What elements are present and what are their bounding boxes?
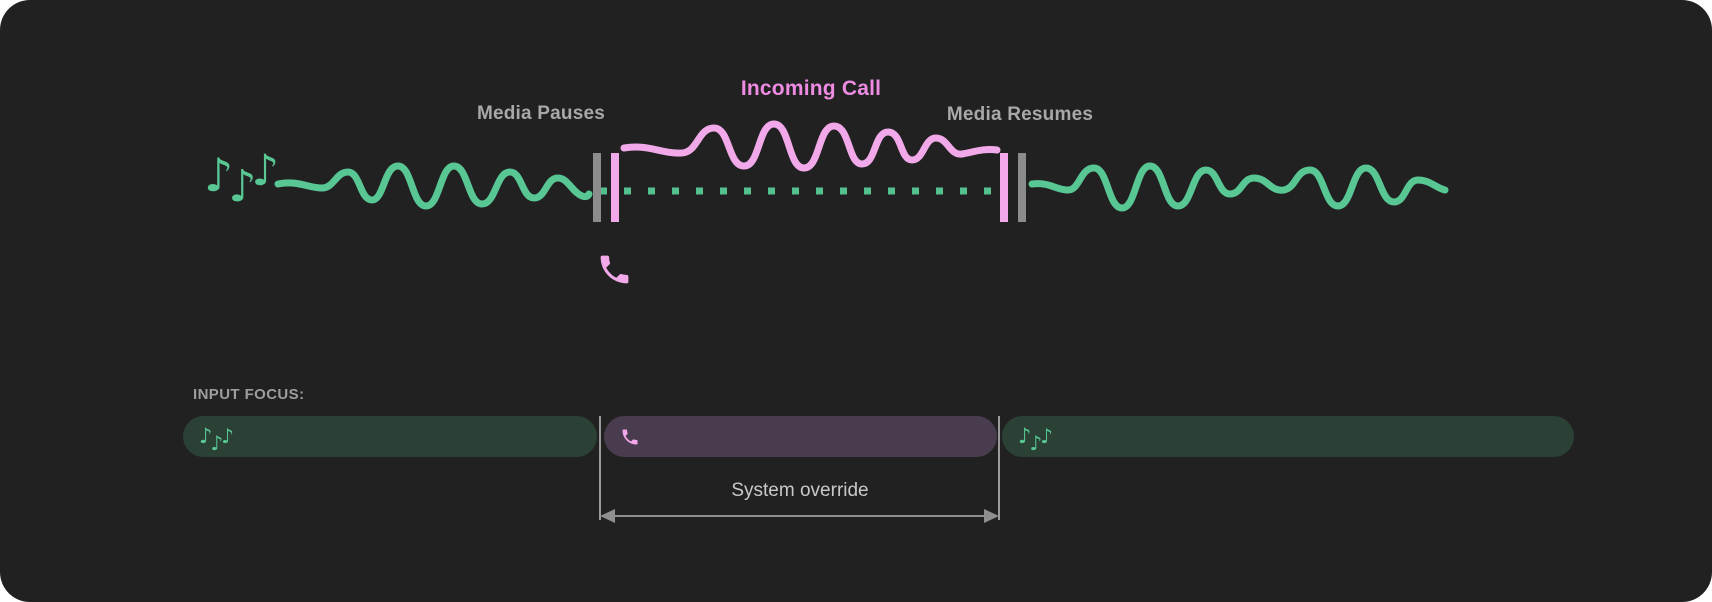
arrowhead-left-icon [600,509,615,523]
resume-marker-gray [1018,153,1026,222]
music-note-glyph: ♪ [199,424,212,448]
music-note-glyph: ♪ [228,161,256,212]
music-notes-icon: ♪ ♪ ♪ [204,146,279,209]
pause-marker-gray [593,153,601,222]
music-notes-icon: ♪ ♪ ♪ [199,423,234,453]
focus-bar-call [604,416,997,457]
waveform-graphic [274,120,1449,222]
focus-divider-right [998,416,1000,520]
focus-bar-media-after: ♪ ♪ ♪ [1002,416,1574,457]
phone-icon [600,255,629,284]
system-override-label: System override [731,480,869,501]
focus-bar-media-before: ♪ ♪ ♪ [183,416,597,457]
music-note-glyph: ♪ [210,430,223,455]
system-override-arrow [600,509,999,523]
music-note-glyph: ♪ [221,423,234,448]
arrowhead-right-icon [984,509,999,523]
music-notes-icon: ♪ ♪ ♪ [1018,423,1053,453]
pause-marker-pink [611,153,619,222]
media-pauses-label: Media Pauses [476,103,606,124]
media-wave-after [1028,162,1449,212]
music-note-glyph: ♪ [1040,423,1053,448]
focus-divider-left [599,416,601,520]
media-resumes-label: Media Resumes [946,104,1094,125]
incoming-call-wave [620,120,1001,172]
input-focus-label: INPUT FOCUS: [193,386,305,403]
music-note-glyph: ♪ [204,148,233,202]
music-note-glyph: ♪ [1018,424,1031,448]
incoming-call-label: Incoming Call [740,77,882,100]
music-note-glyph: ♪ [251,146,279,196]
phone-icon [620,427,640,447]
resume-marker-pink [1000,153,1008,222]
music-note-glyph: ♪ [1029,430,1042,455]
media-wave-before [274,162,593,210]
